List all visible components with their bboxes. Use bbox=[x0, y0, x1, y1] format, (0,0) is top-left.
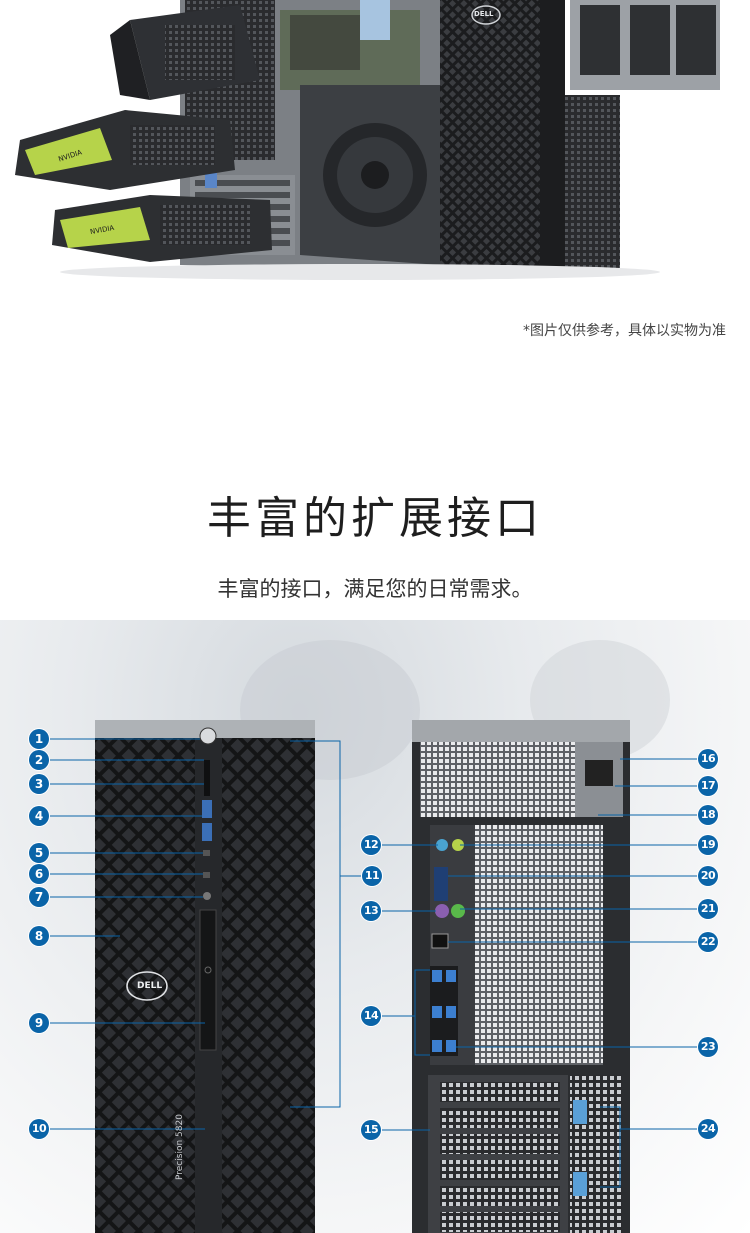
callout-badge-7: 7 bbox=[29, 887, 49, 907]
callout-badge-8: 8 bbox=[29, 926, 49, 946]
callout-badge-2: 2 bbox=[29, 750, 49, 770]
callout-badge-24: 24 bbox=[698, 1119, 718, 1139]
callout-badge-10: 10 bbox=[29, 1119, 49, 1139]
dell-logo-front: DELL bbox=[137, 981, 163, 991]
callout-badge-13: 13 bbox=[361, 901, 381, 921]
callout-badge-3: 3 bbox=[29, 774, 49, 794]
callout-badge-23: 23 bbox=[698, 1037, 718, 1057]
dell-logo-top: DELL bbox=[474, 10, 494, 18]
workstation-exploded-illustration bbox=[15, 0, 720, 280]
section-title: 丰富的扩展接口 bbox=[207, 493, 543, 544]
callout-badge-16: 16 bbox=[698, 749, 718, 769]
section-subtitle: 丰富的接口，满足您的日常需求。 bbox=[217, 577, 533, 601]
callout-badge-1: 1 bbox=[29, 729, 49, 749]
callout-badge-22: 22 bbox=[698, 932, 718, 952]
ports-illustration bbox=[48, 640, 700, 1233]
callout-badge-9: 9 bbox=[29, 1013, 49, 1033]
callout-badge-17: 17 bbox=[698, 776, 718, 796]
callout-badge-5: 5 bbox=[29, 843, 49, 863]
callout-badge-11: 11 bbox=[362, 866, 382, 886]
callout-badge-14: 14 bbox=[361, 1006, 381, 1026]
callout-badge-4: 4 bbox=[29, 806, 49, 826]
callout-badge-20: 20 bbox=[698, 866, 718, 886]
callout-badge-21: 21 bbox=[698, 899, 718, 919]
callout-badge-12: 12 bbox=[361, 835, 381, 855]
model-label: Precision 5820 bbox=[175, 1114, 185, 1180]
callout-badge-18: 18 bbox=[698, 805, 718, 825]
product-exploded-view: NVIDIA NVIDIA DELL bbox=[0, 0, 750, 300]
ports-diagram: DELL Precision 5820 1 2 3 4 5 6 7 8 9 10… bbox=[0, 620, 750, 1233]
callout-badge-19: 19 bbox=[698, 835, 718, 855]
callout-badge-6: 6 bbox=[29, 864, 49, 884]
callout-badge-15: 15 bbox=[361, 1120, 381, 1140]
image-disclaimer: *图片仅供参考，具体以实物为准 bbox=[523, 323, 726, 339]
